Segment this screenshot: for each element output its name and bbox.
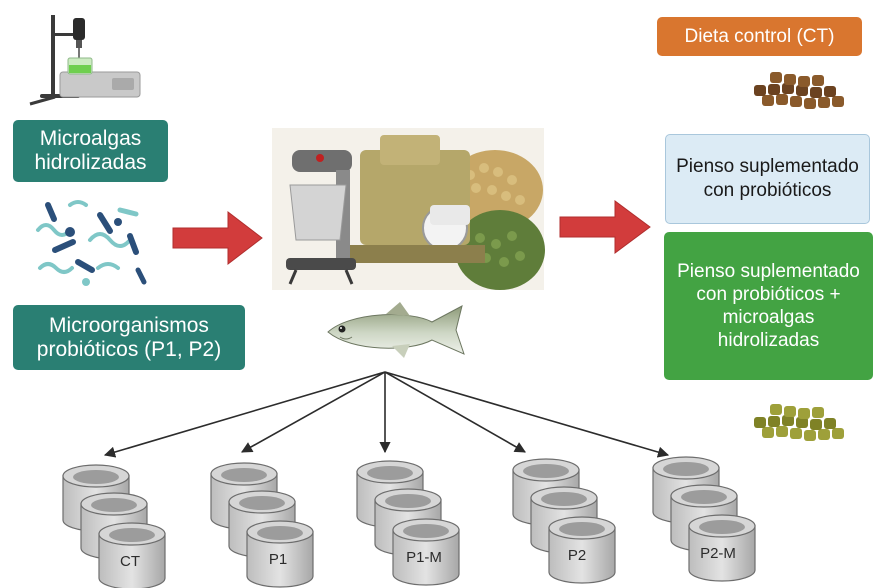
control-diet-box: Dieta control (CT) [657, 17, 862, 56]
probiotics-box-label: Microorganismos probióticos (P1, P2) [36, 313, 222, 361]
probiotic-feed-box: Pienso suplementado con probióticos [665, 134, 870, 224]
probiotics-box: Microorganismos probióticos (P1, P2) [13, 305, 245, 370]
microalgae-box: Microalgas hidrolizadas [13, 120, 168, 182]
tank-label-p1-m: P1-M [406, 549, 442, 566]
tank-icon [392, 518, 460, 586]
tank-label-p2: P2 [567, 547, 587, 564]
extruder-machine-image [272, 128, 545, 290]
fish-icon [327, 302, 465, 358]
tank-label-p2-m: P2-M [700, 545, 736, 562]
tank-icon [688, 514, 756, 582]
tank-label-p1: P1 [268, 551, 288, 568]
tank-icon [98, 522, 166, 588]
probiotic-feed-box-label: Pienso suplementado con probióticos [676, 156, 859, 201]
tank-icon [246, 520, 314, 588]
process-arrow-right [559, 200, 651, 254]
process-arrow-left [172, 210, 263, 266]
tank-icon [548, 516, 616, 584]
control-diet-box-label: Dieta control (CT) [684, 25, 835, 47]
probiotic-microalgae-feed-box-label: Pienso suplementado con probióticos + mi… [677, 261, 860, 351]
tank-label-ct: CT [120, 553, 140, 570]
microalgae-box-label: Microalgas hidrolizadas [34, 127, 147, 174]
probiotic-microalgae-feed-box: Pienso suplementado con probióticos + mi… [664, 232, 873, 380]
distribution-arrows [103, 371, 670, 458]
